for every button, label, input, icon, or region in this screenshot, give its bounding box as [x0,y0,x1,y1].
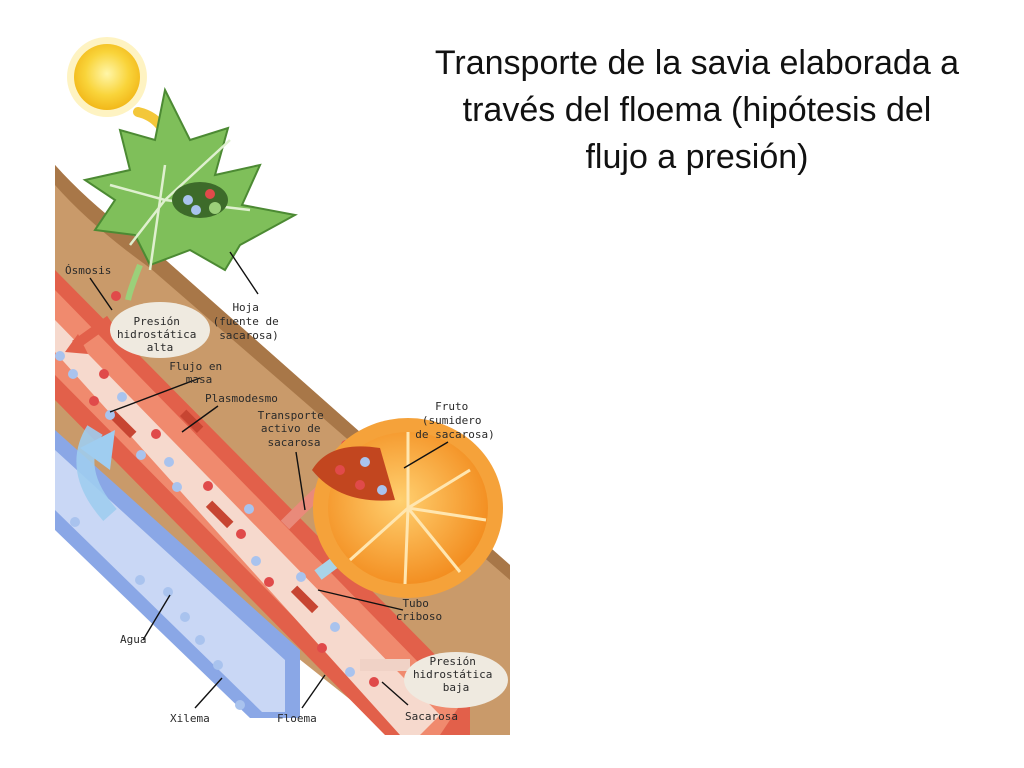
label-low-pressure-2: hidrostática [413,668,492,681]
label-high-pressure-3: alta [147,341,174,354]
label-plasmodesma: Plasmodesmo [205,392,278,405]
title-line-3: flujo a presión) [585,138,809,176]
water-molecules [55,351,388,710]
label-leaf: Hoja (fuente de sacarosa) [213,301,286,342]
label-mass-flow-1: Flujo en [169,360,222,373]
label-xylem: Xilema [170,712,210,725]
osmosis-arrowhead-icon [65,334,88,354]
low-pressure-bubble [404,652,508,708]
label-leaf-1: Hoja [232,301,259,314]
high-pressure-bubble [110,302,210,358]
label-fruit-3: de sacarosa) [415,428,494,441]
label-mass-flow-2: masa [186,373,213,386]
label-active-transport-1: Transporte [258,409,324,422]
sieve-plates [108,409,319,614]
sun-icon [67,37,147,117]
label-mass-flow: Flujo en masa [169,360,229,386]
label-sucrose: Sacarosa [405,710,458,723]
label-high-pressure: Presión hidrostática alta [117,315,203,354]
label-low-pressure: Presión hidrostática baja [413,655,499,694]
title-line-1: Transporte de la savia elaborada a [434,44,960,82]
xylem-arrowhead-icon [80,430,115,470]
label-leaf-3: sacarosa) [219,329,279,342]
title-line-2: través del floema (hipótesis del [462,91,932,129]
orange-fruit-icon [312,418,503,598]
label-active-transport: Transporte activo de sacarosa [258,409,331,449]
label-sieve-tube: Tubo criboso [396,597,442,623]
label-active-transport-3: sacarosa [268,436,321,449]
label-leaf-2: (fuente de [213,315,279,328]
label-water: Agua [120,633,147,646]
label-active-transport-2: activo de [261,422,321,435]
label-high-pressure-1: Presión [134,315,180,328]
label-low-pressure-1: Presión [430,655,476,668]
slide-title: Transporte de la savia elaborada a travé… [412,40,982,181]
label-phloem: Floema [277,712,317,725]
label-high-pressure-2: hidrostática [117,328,196,341]
label-fruit-2: (sumidero [422,414,482,427]
leaf-icon [82,86,298,301]
label-low-pressure-3: baja [443,681,470,694]
leader-lines [89,251,449,709]
label-osmosis: Ósmosis [65,264,111,277]
label-fruit: Fruto (sumidero de sacarosa) [415,400,494,441]
label-sieve-tube-1: Tubo [402,597,429,610]
label-fruit-1: Fruto [435,400,468,413]
xylem-upflow-arrow-icon [76,425,117,521]
label-sieve-tube-2: criboso [396,610,442,623]
